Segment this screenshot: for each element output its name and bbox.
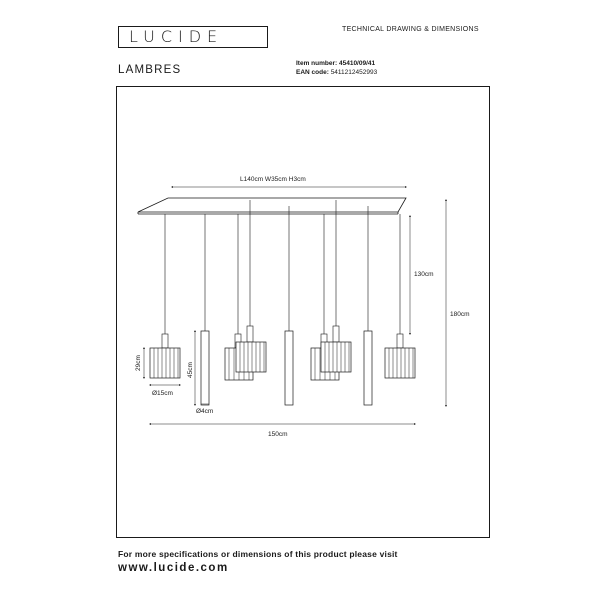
ean-label: EAN code: [296,69,329,76]
pendant-shade-5 [320,200,352,373]
pendant-shade-6 [384,214,416,379]
tube-height-dimension-label: 45cm [187,362,194,378]
drawing-frame [116,86,490,538]
document-type: TECHNICAL DRAWING & DIMENSIONS [342,26,479,33]
pendant-tube-2 [284,206,294,406]
technical-drawing: L140cm W35cm H3cm [135,176,470,438]
canopy-dimension-label: L140cm W35cm H3cm [240,176,306,183]
brand-logo: LUCIDE [118,26,268,48]
website-link[interactable]: www.lucide.com [118,562,229,574]
pendant-shade-1 [149,214,181,379]
item-number-row: Item number: 45410/09/41 [296,60,375,67]
shade-diameter-dimension-label: Ø15cm [152,390,173,397]
tube-diameter-dimension-label: Ø4cm [196,408,213,415]
cable-dimension-label: 130cm [414,271,434,278]
pendant-tube-1 [200,214,210,406]
pendant-tube-3 [363,206,373,406]
canopy [137,197,407,215]
total-height-dimension-label: 180cm [450,311,470,318]
ean-value: 5411212452993 [330,69,378,76]
ean-row: EAN code: 5411212452993 [296,69,377,76]
item-number-label: Item number: [296,60,338,67]
product-name: LAMBRES [118,64,182,76]
shade-height-dimension-label: 29cm [135,355,142,371]
total-width-dimension-label: 150cm [268,431,288,438]
pendant-shade-3 [235,200,267,373]
footer-note: For more specifications or dimensions of… [118,549,398,559]
item-number-value: 45410/09/41 [338,60,376,67]
